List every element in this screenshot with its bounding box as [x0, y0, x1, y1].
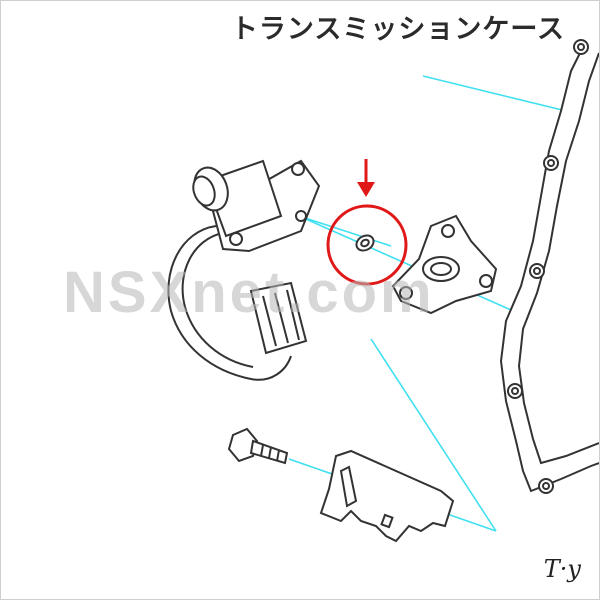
page-title: トランスミッションケース	[230, 14, 565, 45]
gasket-icon	[499, 39, 599, 494]
flange-icon	[391, 214, 498, 315]
solenoid-valve-icon	[167, 159, 321, 381]
signature-mark: T·y	[543, 555, 581, 583]
highlight-circle	[326, 204, 408, 286]
bolt-icon	[227, 427, 289, 465]
watermark-text: NSXnet.com	[63, 260, 435, 325]
highlight-marker	[326, 159, 408, 286]
arrow-down-icon	[357, 159, 375, 197]
bracket-icon	[319, 449, 455, 543]
o-ring-icon	[355, 234, 375, 252]
